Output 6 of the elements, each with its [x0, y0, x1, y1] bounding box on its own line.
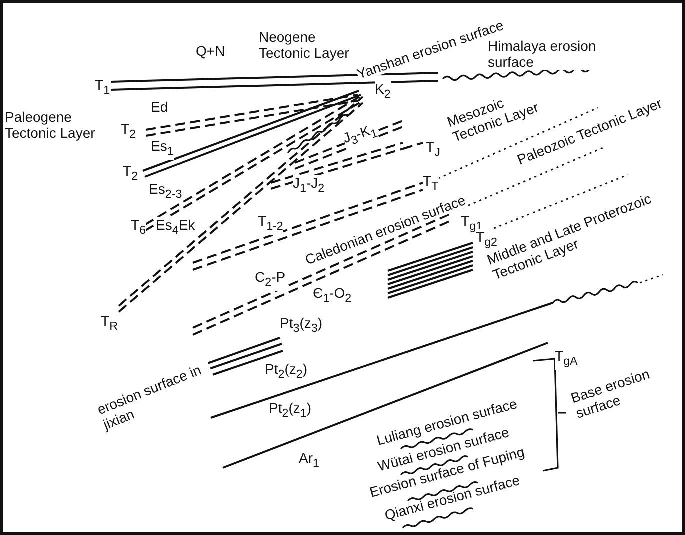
layer-label: T$_{1-2}$: [258, 213, 284, 235]
layer-label: Es$_{1}$: [151, 138, 174, 160]
layer-label: Q+N: [196, 43, 226, 59]
layer-label: C$_{2}$-P: [255, 269, 286, 291]
horizon-label: T$_{gA}$: [555, 348, 578, 370]
layer-label: Ed: [151, 99, 168, 115]
